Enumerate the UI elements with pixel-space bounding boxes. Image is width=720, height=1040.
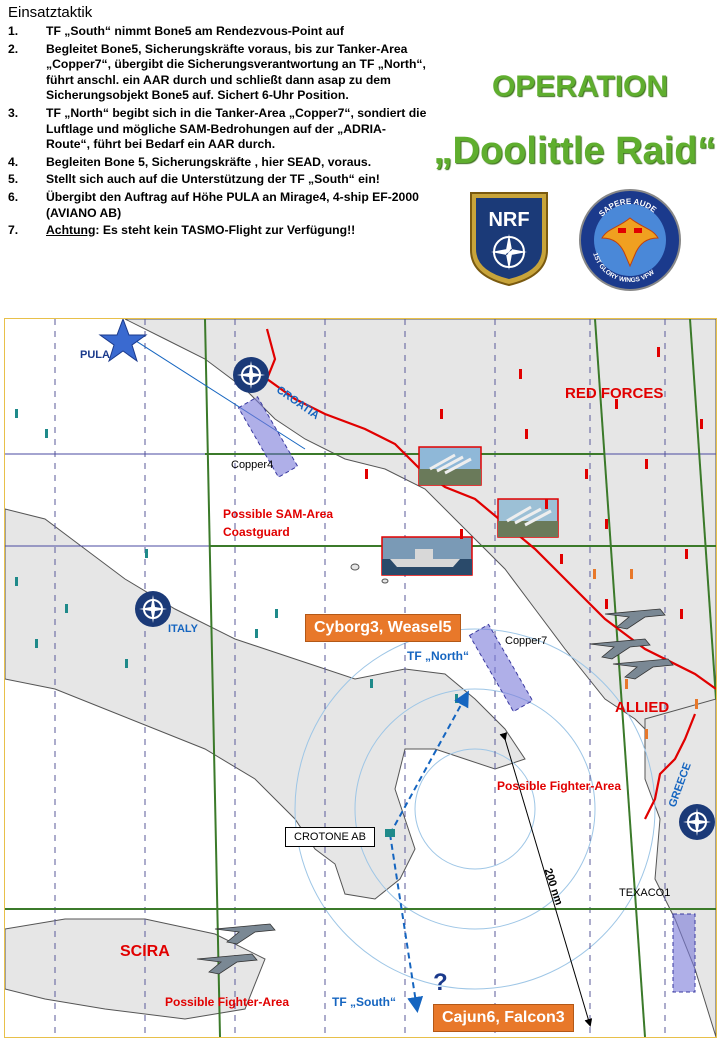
- task-text: Begleitet Bone5, Sicherungskräfte voraus…: [46, 41, 426, 103]
- callsign-tf-north: Cyborg3, Weasel5: [305, 614, 461, 642]
- tanker-area-texaco1: [672, 913, 696, 993]
- scira-fighter-icons: [196, 923, 276, 975]
- distance-line: [499, 732, 593, 1027]
- operations-map[interactable]: PULA CROATIA ITALY GREECE RED FORCES ALL…: [4, 318, 717, 1038]
- task-item: 5. Stellt sich auch auf die Unterstützung…: [8, 172, 428, 188]
- task-number: 2.: [8, 41, 19, 56]
- route-tf-north: [389, 690, 469, 835]
- label-italy: ITALY: [168, 623, 198, 635]
- nrf-emblem-text: NRF: [488, 209, 529, 231]
- task-text: Begleiten Bone 5, Sicherungskräfte , hie…: [46, 154, 372, 169]
- task-number: 3.: [8, 105, 19, 120]
- task-number: 6.: [8, 189, 19, 204]
- task-item: 2. Begleitet Bone5, Sicherungskräfte vora…: [8, 42, 428, 104]
- task-number: 1.: [8, 24, 19, 38]
- task-text: Übergibt den Auftrag auf Höhe PULA an Mi…: [46, 189, 419, 220]
- label-tf-north: TF „North“: [407, 649, 469, 663]
- operation-name: „Doolittle Raid“: [433, 130, 717, 172]
- task-text: : Es steht kein TASMO-Flight zur Verfügu…: [95, 223, 356, 238]
- label-copper7: Copper7: [505, 635, 548, 647]
- label-crotone-ab: CROTONE AB: [285, 827, 375, 847]
- label-texaco1: TEXACO1: [619, 887, 671, 899]
- nato-icon-italy: [135, 591, 171, 627]
- section-title: Einsatztaktik: [8, 4, 93, 21]
- pula-star-icon: [98, 319, 148, 363]
- task-number: 4.: [8, 154, 19, 169]
- label-tf-south: TF „South“: [332, 995, 396, 1009]
- task-item: 7. Achtung: Es steht kein TASMO-Flight zu…: [8, 223, 428, 239]
- label-scira: SCIRA: [120, 943, 170, 960]
- task-warning-label: Achtung: [46, 223, 96, 238]
- tanker-area-copper4: [237, 396, 299, 478]
- task-text: TF „South“ nimmt Bone5 am Rendezvous-Poi…: [46, 24, 344, 38]
- nato-icon-croatia: [233, 357, 269, 393]
- task-item: 3. TF „North“ begibt sich in die Tanker-A…: [8, 106, 428, 153]
- callsign-tf-south: Cajun6, Falcon3: [433, 1004, 574, 1032]
- squadron-emblem: SAPERE AUDE 1ST GLORY WINGS VFW: [579, 189, 681, 291]
- task-list: 1. TF „South“ nimmt Bone5 am Rendezvous-P…: [8, 24, 428, 241]
- label-fighter-area-east: Possible Fighter-Area: [497, 779, 622, 793]
- label-copper4: Copper4: [231, 459, 274, 471]
- sam-site-photo-2: [497, 498, 559, 538]
- nato-icon-greece: [679, 804, 715, 840]
- label-question: ?: [433, 969, 448, 996]
- nrf-emblem: NRF: [470, 192, 548, 287]
- label-sam-area: Possible SAM-Area: [223, 507, 334, 521]
- operation-title: OPERATION: [491, 70, 669, 103]
- task-text: TF „North“ begibt sich in die Tanker-Are…: [46, 105, 427, 152]
- allied-markers: [593, 569, 698, 739]
- coastguard-ship-photo: [381, 536, 473, 576]
- task-item: 4. Begleiten Bone 5, Sicherungskräfte , h…: [8, 155, 428, 171]
- task-text: Stellt sich auch auf die Unterstützung d…: [46, 172, 380, 187]
- allied-fighter-icons: [589, 608, 674, 680]
- label-pula: PULA: [80, 349, 110, 361]
- tanker-area-copper7: [468, 623, 534, 713]
- label-coastguard: Coastguard: [223, 525, 290, 539]
- label-red-forces: RED FORCES: [565, 385, 664, 402]
- crotone-airbase-icon: [385, 829, 395, 837]
- task-number: 5.: [8, 172, 19, 187]
- task-item: 1. TF „South“ nimmt Bone5 am Rendezvous-P…: [8, 24, 428, 40]
- label-fighter-area-south: Possible Fighter-Area: [165, 995, 290, 1009]
- task-number: 7.: [8, 223, 19, 238]
- red-force-markers: [365, 347, 703, 619]
- sam-site-photo-1: [418, 446, 482, 486]
- task-item: 6. Übergibt den Auftrag auf Höhe PULA an …: [8, 190, 428, 221]
- label-allied: ALLIED: [615, 699, 670, 716]
- map-canvas: [5, 319, 716, 1037]
